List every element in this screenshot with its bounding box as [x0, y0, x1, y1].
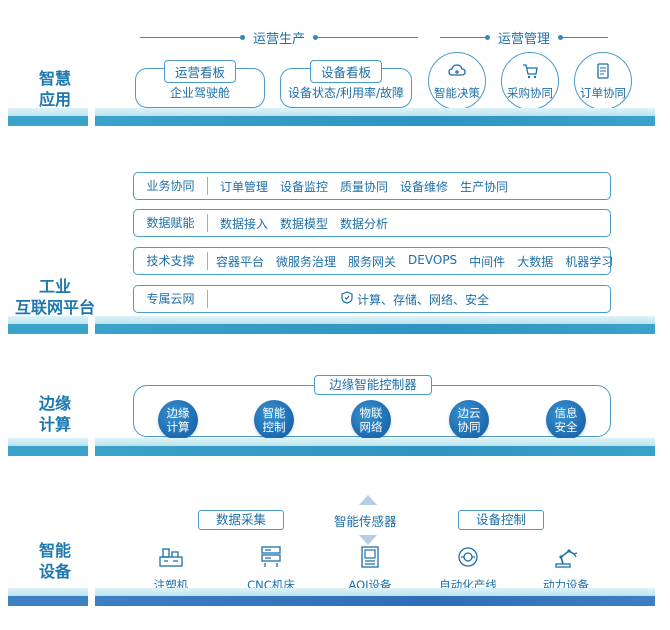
platform-row-business[interactable]: 业务协同 订单管理 设备监控 质量协同 设备维修 生产协同 [133, 172, 611, 200]
stage-top-3 [95, 438, 655, 446]
edge-ball-iot-network[interactable]: 物联网络 [351, 400, 391, 440]
board-ops[interactable]: 运营看板 企业驾驶舱 [135, 60, 265, 108]
platform-row-tech[interactable]: 技术支撑 容器平台 微服务治理 服务网关 DEVOPS 中间件 大数据 机器学习 [133, 247, 614, 275]
stage-side-bar-4 [8, 596, 88, 606]
item-devops[interactable]: DEVOPS [408, 252, 458, 267]
edge-ball-info-security[interactable]: 信息安全 [546, 400, 586, 440]
board-ops-sub: 企业驾驶舱 [169, 86, 230, 100]
aoi-device-icon [335, 545, 405, 571]
stage-bar-4 [95, 596, 655, 606]
stage-side-top-4 [8, 588, 88, 596]
device-aoi[interactable]: AOI设备 [335, 545, 405, 593]
cnc-machine-icon [236, 545, 306, 571]
item-data-analysis[interactable]: 数据分析 [340, 216, 389, 231]
layer-label-iiot: 工业 互联网平台 [14, 277, 95, 317]
edge-controller-title: 边缘智能控制器 [314, 375, 432, 395]
robot-arm-icon [531, 545, 601, 571]
circle-purchase-collab[interactable]: 采购协同 [501, 52, 559, 110]
tag-device-control: 设备控制 [458, 510, 544, 530]
stage-side-bar-2 [8, 324, 88, 334]
section-title-ops-production: 运营生产 [140, 28, 419, 47]
layer-label-devices: 智能 设备 [38, 541, 71, 581]
tag-data-collect: 数据采集 [198, 510, 284, 530]
circle-smart-decision[interactable]: 智能决策 [428, 52, 486, 110]
cart-icon [521, 63, 539, 83]
platform-row-data[interactable]: 数据赋能 数据接入 数据模型 数据分析 [133, 209, 611, 237]
item-gateway[interactable]: 服务网关 [348, 254, 397, 269]
double-arrow-icon [358, 494, 378, 550]
stage-side-bar-1 [8, 116, 88, 126]
item-microservice[interactable]: 微服务治理 [276, 254, 337, 269]
item-ml[interactable]: 机器学习 [565, 254, 614, 269]
edge-ball-smart-control[interactable]: 智能控制 [254, 400, 294, 440]
board-device-sub: 设备状态/利用率/故障 [287, 86, 405, 100]
stage-top-1 [95, 108, 655, 116]
edge-ball-edge-cloud[interactable]: 边云协同 [449, 400, 489, 440]
row-head-tech: 技术支撑 [134, 252, 208, 270]
edge-ball-edge-computing[interactable]: 边缘计算 [158, 400, 198, 440]
item-middleware[interactable]: 中间件 [469, 254, 506, 269]
row-head-data: 数据赋能 [134, 214, 208, 232]
board-ops-tag: 运营看板 [163, 60, 237, 83]
stage-top-4 [95, 588, 655, 596]
stage-side-top-2 [8, 316, 88, 324]
board-device-tag: 设备看板 [309, 60, 383, 83]
production-line-icon [433, 545, 503, 571]
row-head-business: 业务协同 [134, 177, 208, 195]
item-bigdata[interactable]: 大数据 [517, 254, 554, 269]
layer-label-edge: 边缘 计算 [38, 394, 71, 434]
stage-side-top-1 [8, 108, 88, 116]
sensor-label: 智能传感器 [332, 511, 399, 530]
shield-icon [341, 291, 353, 307]
stage-bar-2 [95, 324, 655, 334]
board-device[interactable]: 设备看板 设备状态/利用率/故障 [280, 60, 412, 108]
device-power[interactable]: 动力设备 [531, 545, 601, 593]
stage-bar-1 [95, 116, 655, 126]
injection-machine-icon [136, 545, 206, 571]
stage-side-bar-3 [8, 446, 88, 456]
item-data-access[interactable]: 数据接入 [220, 216, 269, 231]
item-order-mgmt[interactable]: 订单管理 [220, 179, 269, 194]
item-production-collab[interactable]: 生产协同 [460, 179, 509, 194]
cloud-icon [448, 63, 466, 83]
device-production-line[interactable]: 自动化产线 [433, 545, 503, 593]
cloud-text: 计算、存储、网络、安全 [356, 292, 489, 307]
item-device-repair[interactable]: 设备维修 [400, 179, 449, 194]
platform-row-cloud[interactable]: 专属云网 计算、存储、网络、安全 [133, 285, 611, 313]
device-injection-machine[interactable]: 注塑机 [136, 545, 206, 593]
item-container[interactable]: 容器平台 [216, 254, 265, 269]
document-icon [596, 63, 610, 83]
device-cnc[interactable]: CNC机床 [236, 545, 306, 593]
stage-bar-3 [95, 446, 655, 456]
row-head-cloud: 专属云网 [134, 290, 208, 308]
circle-order-collab[interactable]: 订单协同 [574, 52, 632, 110]
item-data-model[interactable]: 数据模型 [280, 216, 329, 231]
item-quality-collab[interactable]: 质量协同 [340, 179, 389, 194]
stage-side-top-3 [8, 438, 88, 446]
item-device-monitor[interactable]: 设备监控 [280, 179, 329, 194]
stage-top-2 [95, 316, 655, 324]
section-title-ops-management: 运营管理 [440, 28, 609, 47]
layer-label-smart-app: 智慧 应用 [38, 69, 71, 109]
